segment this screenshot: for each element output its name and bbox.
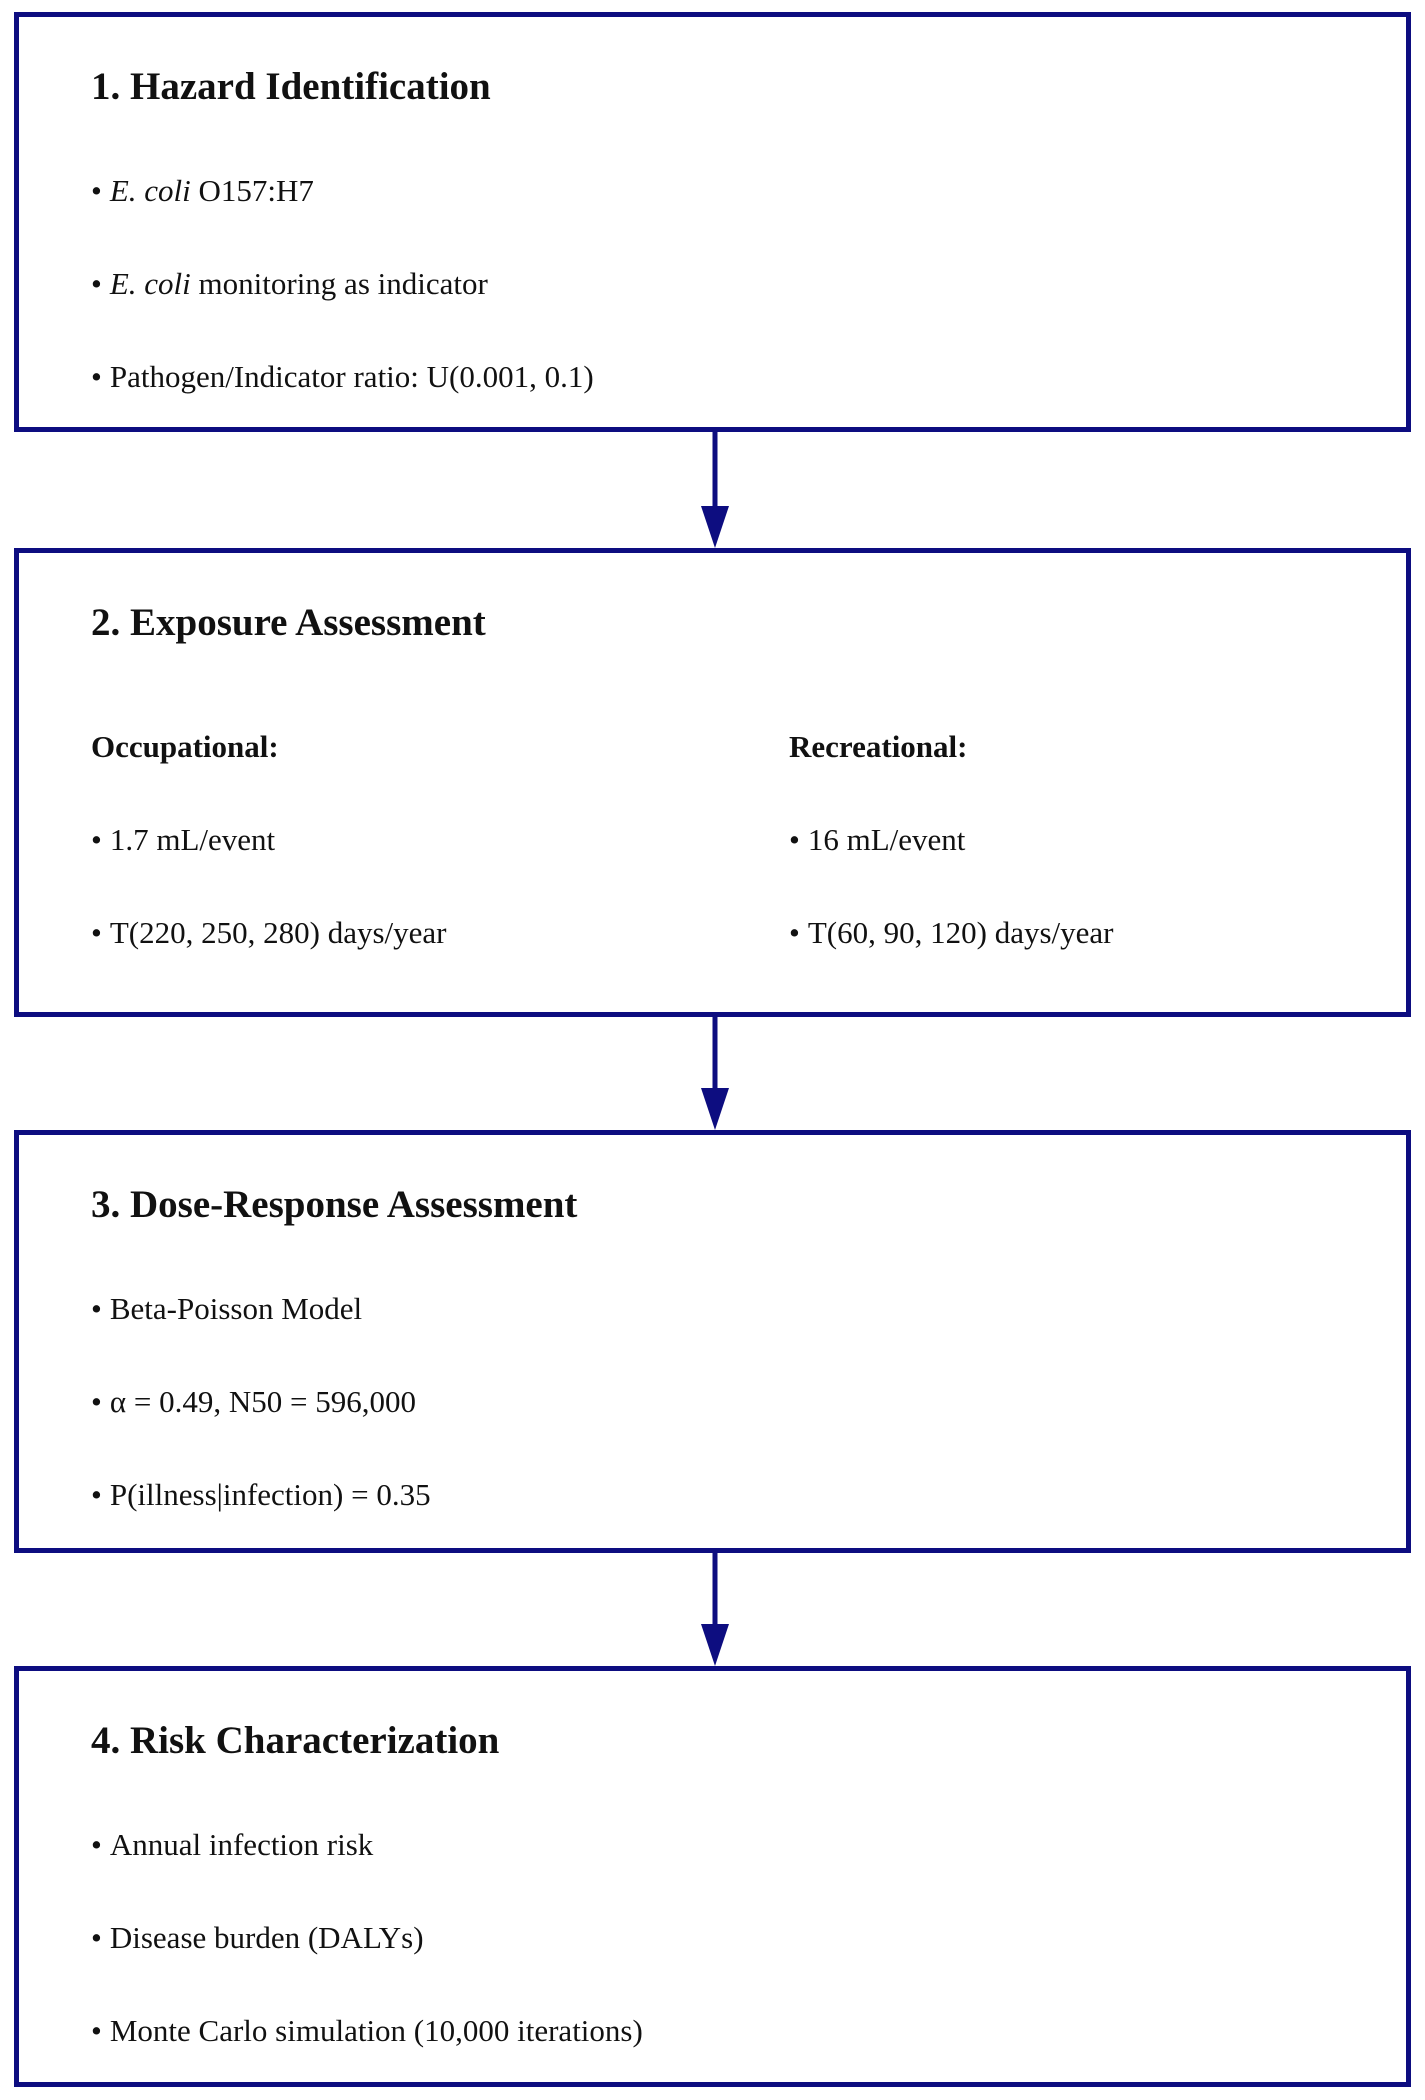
bullet-text: Annual infection risk xyxy=(109,1827,374,1862)
down-arrow-icon xyxy=(701,1017,729,1130)
step-box-hazard-identification: 1. Hazard Identification •E. coli O157:H… xyxy=(14,12,1411,432)
bullet-dot: • xyxy=(91,915,102,950)
bullet-dot: • xyxy=(91,1384,102,1419)
step-title: 2. Exposure Assessment xyxy=(91,601,486,644)
step-title: 4. Risk Characterization xyxy=(91,1719,500,1762)
bullet-item: •Monte Carlo simulation (10,000 iteratio… xyxy=(91,2015,643,2046)
bullet-dot: • xyxy=(91,1477,102,1512)
bullet-item: •Beta-Poisson Model xyxy=(91,1293,362,1324)
flow-arrow-1 xyxy=(700,432,730,548)
bullet-dot: • xyxy=(91,266,102,301)
bullet-text: T(220, 250, 280) days/year xyxy=(109,915,447,950)
bullet-item: •P(illness|infection) = 0.35 xyxy=(91,1479,431,1510)
step-box-dose-response-assessment: 3. Dose-Response Assessment •Beta-Poisso… xyxy=(14,1130,1411,1553)
bullet-item: •16 mL/event xyxy=(789,824,965,855)
step-box-exposure-assessment: 2. Exposure Assessment Occupational: Rec… xyxy=(14,548,1411,1017)
bullet-text: Disease burden (DALYs) xyxy=(109,1920,424,1955)
down-arrow-icon xyxy=(701,432,729,548)
step-title: 3. Dose-Response Assessment xyxy=(91,1183,578,1226)
bullet-text: O157:H7 xyxy=(190,173,314,208)
recreational-heading: Recreational: xyxy=(789,729,968,764)
bullet-dot: • xyxy=(91,1827,102,1862)
bullet-item: •E. coli O157:H7 xyxy=(91,175,314,206)
bullet-text: 1.7 mL/event xyxy=(109,822,276,857)
bullet-text: T(60, 90, 120) days/year xyxy=(807,915,1114,950)
down-arrow-icon xyxy=(701,1553,729,1666)
bullet-dot: • xyxy=(91,359,102,394)
bullet-item: •T(220, 250, 280) days/year xyxy=(91,917,446,948)
bullet-dot: • xyxy=(789,915,800,950)
bullet-dot: • xyxy=(91,1920,102,1955)
step-title: 1. Hazard Identification xyxy=(91,65,491,108)
step-box-risk-characterization: 4. Risk Characterization •Annual infecti… xyxy=(14,1666,1411,2087)
bullet-item: •Annual infection risk xyxy=(91,1829,373,1860)
bullet-item: •Pathogen/Indicator ratio: U(0.001, 0.1) xyxy=(91,361,594,392)
bullet-item: •1.7 mL/event xyxy=(91,824,275,855)
bullet-text: Pathogen/Indicator ratio: U(0.001, 0.1) xyxy=(109,359,594,394)
bullet-text: α = 0.49, N50 = 596,000 xyxy=(109,1384,416,1419)
bullet-text: Monte Carlo simulation (10,000 iteration… xyxy=(109,2013,643,2048)
bullet-item: •α = 0.49, N50 = 596,000 xyxy=(91,1386,416,1417)
bullet-dot: • xyxy=(91,173,102,208)
bullet-text: Beta-Poisson Model xyxy=(109,1291,363,1326)
bullet-item: •T(60, 90, 120) days/year xyxy=(789,917,1113,948)
bullet-italic: E. coli xyxy=(109,266,191,301)
bullet-text: monitoring as indicator xyxy=(190,266,488,301)
bullet-dot: • xyxy=(789,822,800,857)
bullet-text: P(illness|infection) = 0.35 xyxy=(109,1477,431,1512)
bullet-text: 16 mL/event xyxy=(807,822,966,857)
bullet-dot: • xyxy=(91,2013,102,2048)
bullet-italic: E. coli xyxy=(109,173,191,208)
bullet-item: •E. coli monitoring as indicator xyxy=(91,268,488,299)
flow-arrow-3 xyxy=(700,1553,730,1666)
bullet-dot: • xyxy=(91,822,102,857)
bullet-dot: • xyxy=(91,1291,102,1326)
bullet-item: •Disease burden (DALYs) xyxy=(91,1922,424,1953)
occupational-heading: Occupational: xyxy=(91,729,279,764)
flow-arrow-2 xyxy=(700,1017,730,1130)
